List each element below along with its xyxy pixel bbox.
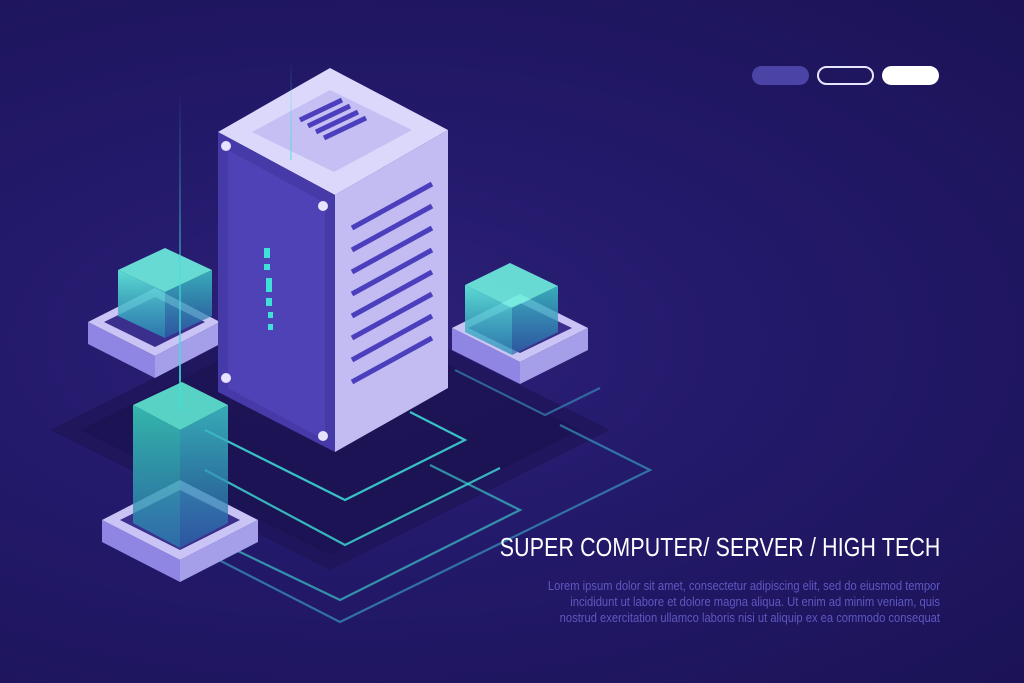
data-cube-icon [88, 248, 220, 378]
body-line: nostrud exercitation ullamco laboris nis… [559, 610, 940, 625]
body-line: Lorem ipsum dolor sit amet, consectetur … [547, 578, 940, 593]
headline: SUPER COMPUTER/ SERVER / HIGH TECH [499, 532, 940, 562]
light-beam [179, 90, 181, 410]
slide-indicator [752, 66, 939, 86]
circuit-line-icon [204, 369, 653, 624]
body-text: Lorem ipsum dolor sit amet, consectetur … [493, 578, 940, 626]
body-line: incididunt ut labore et dolore magna ali… [570, 594, 940, 609]
server-rack-icon [218, 68, 448, 452]
light-beam [290, 60, 292, 160]
slide-dot-2[interactable] [817, 66, 874, 85]
data-cube-icon [452, 263, 588, 384]
slide-dot-3[interactable] [882, 66, 939, 85]
data-cube-icon [102, 382, 258, 582]
slide-dot-1[interactable] [752, 66, 809, 85]
